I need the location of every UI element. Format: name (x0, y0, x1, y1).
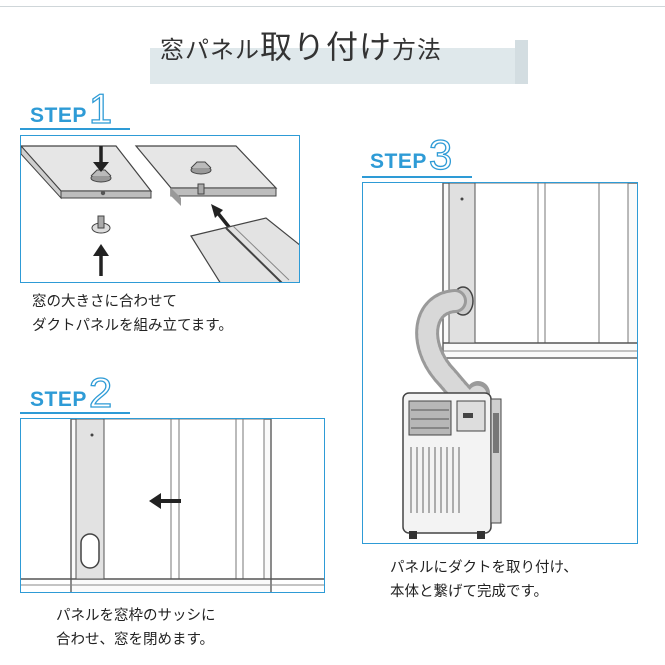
step-2-illustration (20, 418, 325, 593)
step-2-word: STEP (30, 388, 87, 411)
step-1-number: 1 (88, 85, 113, 132)
arrow-icon (149, 493, 181, 509)
title-highlight (150, 48, 528, 84)
step-1-underline (20, 128, 130, 130)
step-3-underline (362, 176, 472, 178)
wing-nut-icon (90, 169, 112, 196)
bolt-icon (91, 215, 111, 234)
title-block: 窓パネル取り付け方法 (0, 14, 665, 84)
step-2-caption: パネルを窓枠のサッシに 合わせ、窓を閉めます。 (56, 604, 216, 652)
step-1-caption-line-2: ダクトパネルを組み立てます。 (32, 318, 233, 334)
step-3-caption: パネルにダクトを取り付け、 本体と繋げて完成です。 (390, 556, 578, 604)
step-1-caption-line-1: 窓の大きさに合わせて (32, 294, 177, 310)
title-tail: 方法 (392, 36, 443, 64)
step-2-heading: STEP 2 (30, 369, 113, 416)
step-2-number: 2 (88, 369, 113, 416)
step-3-number: 3 (428, 131, 453, 178)
wing-nut-icon (190, 161, 212, 195)
step-1-illustration (20, 135, 300, 283)
step-1-word: STEP (30, 104, 87, 127)
arrow-icon (93, 244, 109, 276)
step-1-caption: 窓の大きさに合わせて ダクトパネルを組み立てます。 (32, 290, 233, 338)
title-main: 窓パネル (160, 36, 260, 64)
page-title: 窓パネル取り付け方法 (160, 22, 442, 68)
step-3-heading: STEP 3 (370, 131, 453, 178)
air-conditioner-icon (402, 392, 502, 539)
step-2-caption-line-2: 合わせ、窓を閉めます。 (56, 632, 215, 648)
step-3-caption-line-2: 本体と繋げて完成です。 (390, 584, 549, 600)
step-2-caption-line-1: パネルを窓枠のサッシに (56, 608, 216, 624)
title-emphasis: 取り付け (260, 28, 393, 66)
top-divider (0, 6, 665, 7)
step-1-heading: STEP 1 (30, 85, 113, 132)
window-frame-icon (442, 183, 637, 359)
step-3-word: STEP (370, 150, 427, 173)
step-2-underline (20, 412, 130, 414)
window-frame-icon (21, 419, 324, 592)
title-highlight-edge (515, 40, 528, 84)
step-3-illustration (362, 182, 638, 544)
step-3-caption-line-1: パネルにダクトを取り付け、 (390, 560, 578, 576)
arrow-icon (93, 146, 109, 172)
